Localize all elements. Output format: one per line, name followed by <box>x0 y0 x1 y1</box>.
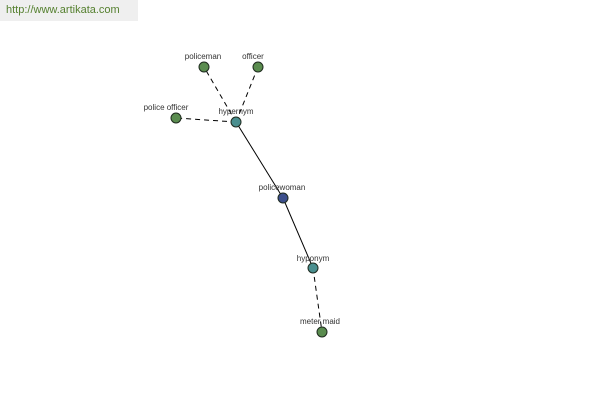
edge-policewoman-hypernym <box>235 121 284 199</box>
edge-hypernym-police-officer <box>175 117 237 123</box>
node-circle[interactable] <box>277 192 289 204</box>
site-url[interactable]: http://www.artikata.com <box>0 0 138 21</box>
node-label: hyponym <box>297 254 330 263</box>
edge-hypernym-policeman <box>203 66 237 123</box>
node-circle[interactable] <box>316 326 328 338</box>
node-officer[interactable]: officer <box>242 52 264 73</box>
node-label: police officer <box>144 103 189 112</box>
node-circle[interactable] <box>198 61 210 73</box>
node-policewoman[interactable]: policewoman <box>259 183 306 204</box>
graph-edges <box>175 66 323 333</box>
node-circle[interactable] <box>307 262 319 274</box>
node-label: hypernym <box>218 107 253 116</box>
edge-policewoman-hyponym <box>282 197 314 269</box>
node-policeman[interactable]: policeman <box>185 52 221 73</box>
node-circle[interactable] <box>252 61 264 73</box>
node-label: policewoman <box>259 183 306 192</box>
node-circle[interactable] <box>170 112 182 124</box>
node-label: meter maid <box>300 317 340 326</box>
node-label: officer <box>242 52 264 61</box>
edge-hypernym-officer <box>235 66 259 123</box>
node-circle[interactable] <box>230 116 242 128</box>
edge-hyponym-meter-maid <box>312 267 323 333</box>
node-police-officer[interactable]: police officer <box>144 103 189 124</box>
graph-nodes: policewoman hypernym hyponym policeman offic… <box>144 52 340 338</box>
node-hypernym[interactable]: hypernym <box>218 107 254 128</box>
node-label: policeman <box>185 52 221 61</box>
node-meter-maid[interactable]: meter maid <box>300 317 340 338</box>
node-hyponym[interactable]: hyponym <box>297 254 330 274</box>
